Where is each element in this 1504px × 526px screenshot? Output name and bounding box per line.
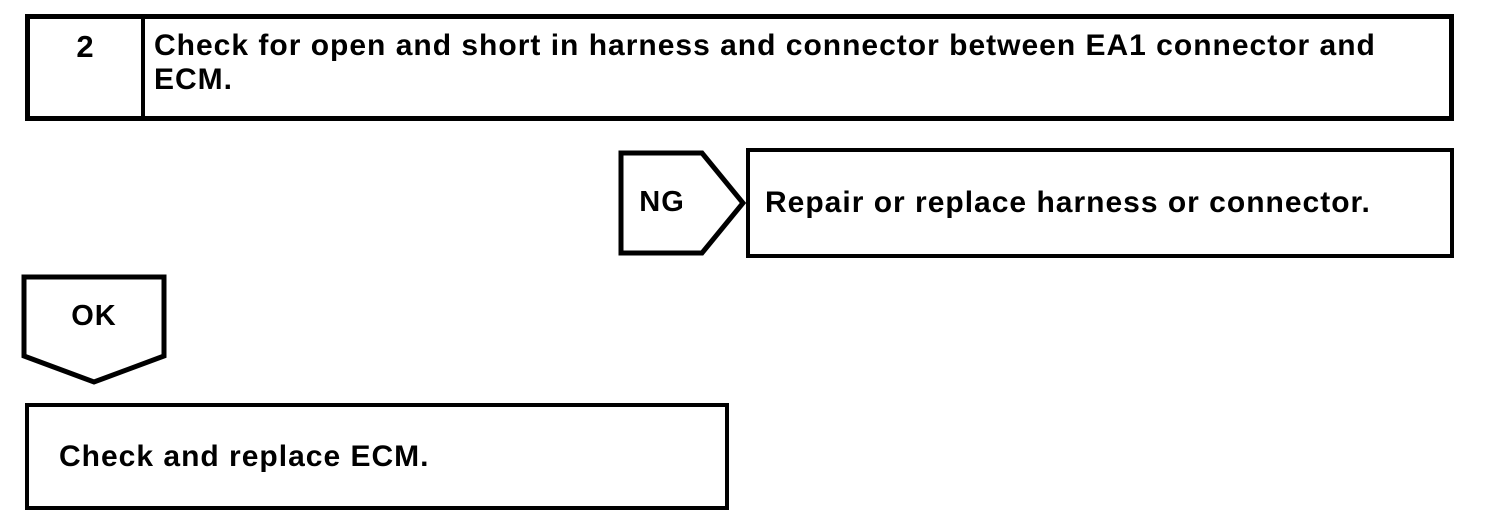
- step-number: 2: [30, 19, 145, 116]
- ng-label: NG: [639, 185, 685, 218]
- ok-action-box: Check and replace ECM.: [25, 403, 729, 510]
- ok-action-text: Check and replace ECM.: [59, 439, 430, 473]
- step-box: 2 Check for open and short in harness an…: [25, 14, 1454, 121]
- ok-label: OK: [71, 299, 117, 332]
- ng-arrow-icon: [618, 150, 746, 256]
- ng-action-text: Repair or replace harness or connector.: [765, 186, 1371, 219]
- step-instruction: Check for open and short in harness and …: [154, 29, 1376, 96]
- step-instruction-cell: Check for open and short in harness and …: [145, 19, 1449, 116]
- ng-action-box: Repair or replace harness or connector.: [746, 148, 1454, 258]
- ok-arrow-icon: [21, 274, 167, 385]
